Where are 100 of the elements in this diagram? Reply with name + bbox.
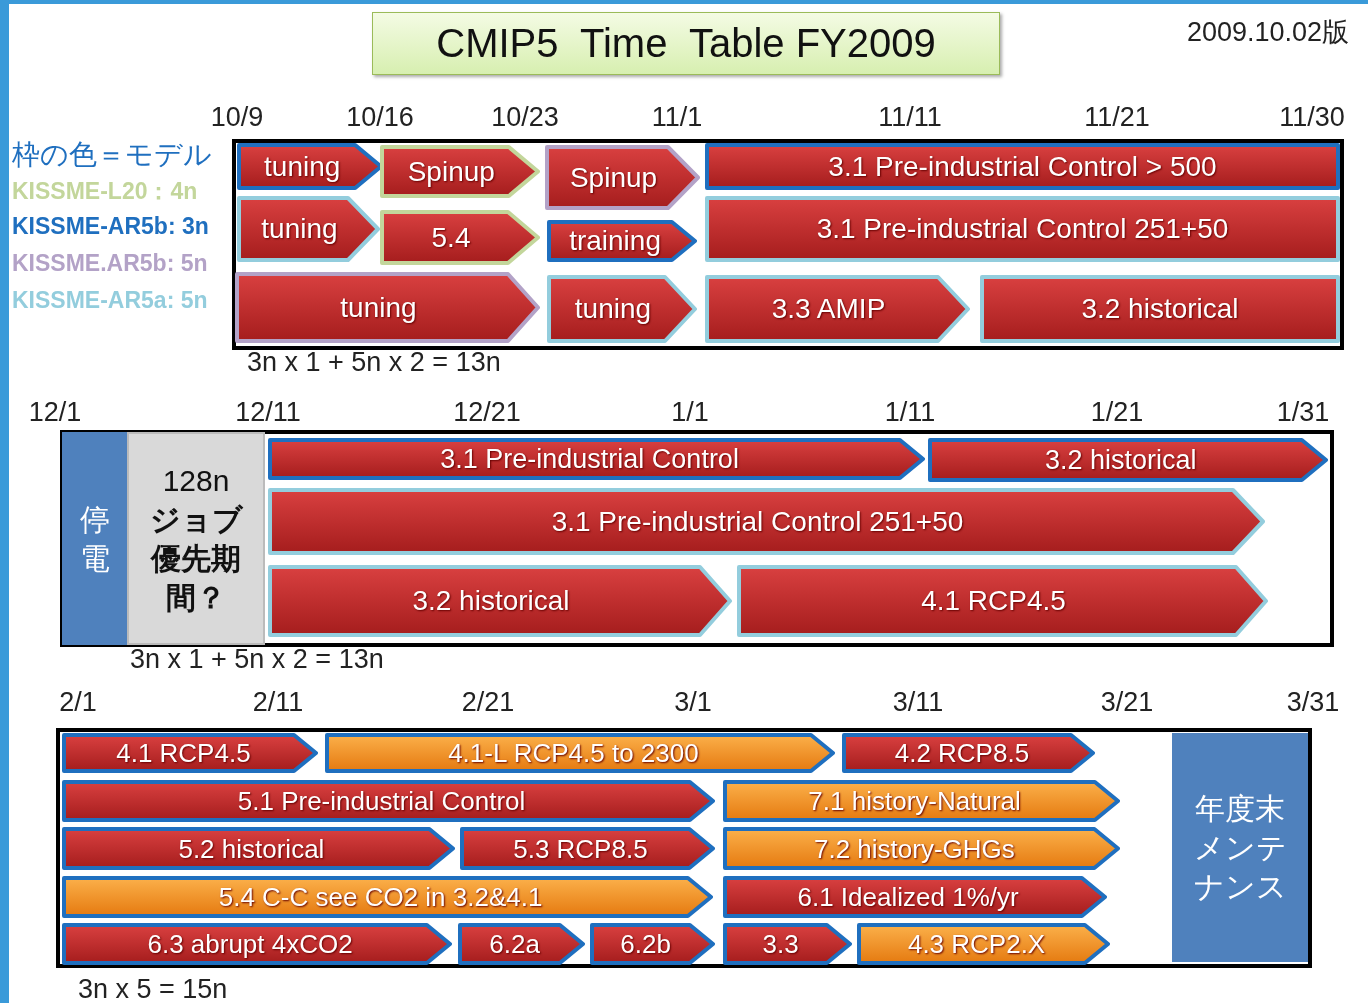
legend-entry: KISSME-AR5b: 3n <box>12 213 209 240</box>
node-count-formula: 3n x 1 + 5n x 2 = 13n <box>247 347 501 378</box>
task-bar <box>723 923 852 965</box>
legend-heading: 枠の色＝モデル <box>12 138 212 172</box>
note-box <box>127 432 265 645</box>
task-label: 5.4 C-C see CO2 in 3.2&4.1 <box>217 881 544 913</box>
date-tick: 12/11 <box>235 397 301 428</box>
box-text: 年度末メンテナンス <box>1192 791 1288 905</box>
task-label: 5.3 RCP8.5 <box>512 833 649 864</box>
task-bar <box>380 210 540 265</box>
legend-entry: KISSME-L20：4n <box>12 177 198 206</box>
task-label: tuning <box>339 291 418 324</box>
date-tick: 3/21 <box>1100 687 1154 718</box>
date-tick: 2/1 <box>59 687 97 718</box>
task-bar <box>62 827 455 870</box>
task-label: 3.1 Pre-industrial Control 251+50 <box>815 213 1230 245</box>
task-bar <box>723 780 1120 822</box>
task-bar <box>237 196 380 262</box>
date-tick: 11/30 <box>1279 102 1345 133</box>
task-bar <box>268 565 732 637</box>
date-tick: 12/1 <box>28 397 82 428</box>
task-label: 4.1 RCP4.5 <box>115 737 252 769</box>
date-tick: 1/1 <box>671 397 709 428</box>
task-label: tuning <box>263 150 342 183</box>
task-label: 5.2 historical <box>177 833 326 864</box>
date-tick: 1/31 <box>1276 397 1330 428</box>
task-label: tuning <box>573 293 653 325</box>
task-label: 6.2b <box>619 928 672 960</box>
date-tick: 11/11 <box>878 102 942 133</box>
node-count-formula: 3n x 5 = 15n <box>78 974 228 1003</box>
box-text: 停電 <box>78 501 111 577</box>
date-tick: 11/21 <box>1084 102 1150 133</box>
date-tick: 3/11 <box>892 687 944 718</box>
task-label: 3.1 Pre-industrial Control > 500 <box>827 150 1218 183</box>
date-tick: 3/1 <box>674 687 712 718</box>
legend-entry: KISSME.AR5b: 5n <box>12 250 208 277</box>
task-label: 5.1 Pre-industrial Control <box>236 785 527 817</box>
task-bar <box>458 923 585 965</box>
title: CMIP5 Time Table FY2009 <box>436 21 936 66</box>
task-bar <box>842 733 1095 773</box>
task-bar <box>980 275 1340 343</box>
date-tick: 3/31 <box>1286 687 1340 718</box>
task-label: 4.2 RCP8.5 <box>893 737 1031 769</box>
date-tick: 2/11 <box>252 687 304 718</box>
date-tick: 2/21 <box>461 687 515 718</box>
task-label: 3.2 historical <box>1043 444 1198 476</box>
task-bar <box>737 565 1268 637</box>
task-bar <box>590 923 715 965</box>
task-bar <box>237 143 383 190</box>
task-label: 6.3 abrupt 4xCO2 <box>146 928 354 960</box>
task-bar <box>705 275 970 343</box>
task-label: 7.2 history-GHGs <box>813 833 1016 864</box>
version-date: 2009.10.02版 <box>1186 16 1350 49</box>
task-bar <box>235 272 540 343</box>
task-bar <box>547 275 697 343</box>
task-label: Spinup <box>568 161 659 194</box>
task-bar <box>268 438 925 480</box>
task-bar <box>62 780 715 822</box>
task-bar <box>723 827 1120 870</box>
task-label: 4.1 RCP4.5 <box>920 585 1067 617</box>
task-label: 3.2 historical <box>1080 293 1240 325</box>
node-count-formula: 3n x 1 + 5n x 2 = 13n <box>130 644 384 675</box>
task-bar <box>547 220 697 262</box>
task-label: 3.3 AMIP <box>770 293 887 325</box>
task-label: 5.4 <box>430 221 472 254</box>
task-label: 3.1 Pre-industrial Control <box>439 443 740 475</box>
task-bar <box>460 827 715 870</box>
task-label: 3.1 Pre-industrial Control 251+50 <box>550 505 965 538</box>
task-bar <box>723 876 1107 918</box>
period-box <box>1172 733 1308 962</box>
date-tick: 1/11 <box>884 397 936 428</box>
task-bar <box>62 733 318 773</box>
task-bar <box>62 923 452 965</box>
legend-entry: KISSME-AR5a: 5n <box>12 287 208 314</box>
date-tick: 11/1 <box>651 102 703 133</box>
box-text: ジョブ優先期間？ <box>148 501 244 616</box>
period-box <box>62 432 127 645</box>
date-tick: 10/9 <box>210 102 264 133</box>
task-label: training <box>568 225 662 257</box>
task-bar <box>380 145 540 198</box>
task-bar <box>545 145 700 210</box>
task-label: 6.2a <box>488 928 541 960</box>
task-bar <box>928 438 1328 482</box>
task-label: 7.1 history-Natural <box>807 785 1022 817</box>
box-text: 128n <box>162 462 230 499</box>
date-tick: 10/23 <box>491 102 559 133</box>
task-bar <box>857 923 1110 965</box>
task-label: 4.1-L RCP4.5 to 2300 <box>447 737 700 769</box>
task-bar <box>705 196 1340 262</box>
task-label: tuning <box>260 213 339 245</box>
date-tick: 1/21 <box>1090 397 1144 428</box>
task-label: 4.3 RCP2.X <box>906 928 1047 960</box>
task-label: 3.3 <box>761 928 800 960</box>
task-label: 6.1 Idealized 1%/yr <box>796 881 1020 913</box>
date-tick: 10/16 <box>346 102 414 133</box>
task-bar <box>62 876 713 918</box>
task-bar <box>705 143 1340 190</box>
task-bar <box>325 733 835 773</box>
task-label: 3.2 historical <box>411 585 571 617</box>
task-label: Spinup <box>406 155 496 188</box>
